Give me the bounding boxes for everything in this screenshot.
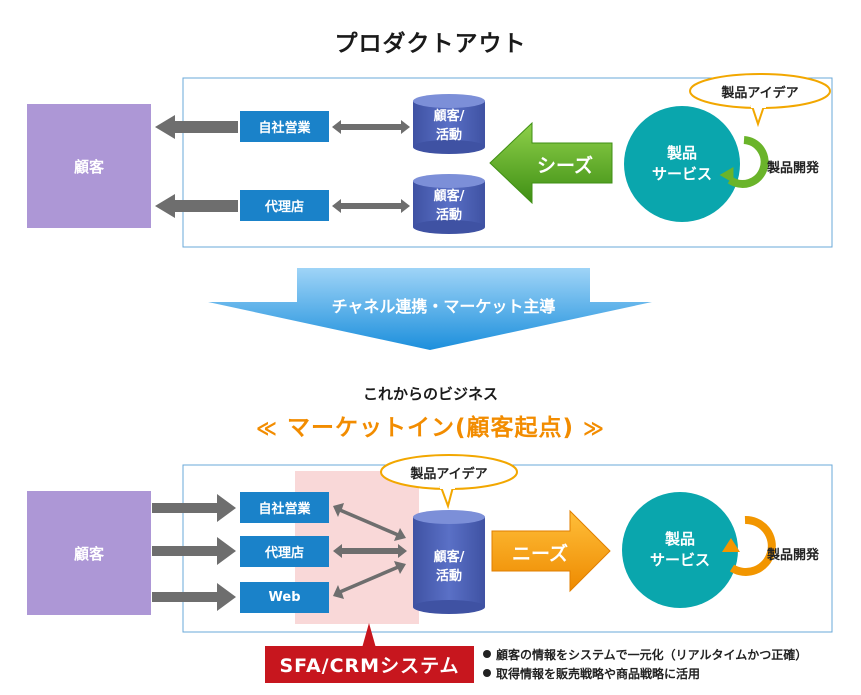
top-cycle-arrow <box>727 136 769 188</box>
top-db2-line1: 顧客/ <box>433 189 465 204</box>
seeds-arrow <box>489 121 613 205</box>
top-direct-sales-box: 自社営業 <box>240 111 329 142</box>
bullet-2: 取得情報を販売戦略や商品戦略に活用 <box>496 667 701 681</box>
bottom-arrow-to-sales <box>152 494 236 522</box>
seeds-label: シーズ <box>536 155 594 177</box>
bottom-cycle-arrow <box>729 515 776 576</box>
top-arrow-agency-to-customer <box>155 194 238 218</box>
bottom-dev-label: 製品開発 <box>767 548 820 563</box>
top-idea-bubble <box>689 73 831 128</box>
transition-arrow <box>208 268 652 350</box>
top-customer-box: 顧客 <box>27 104 151 228</box>
top-db-label-1: 顧客/ 活動 <box>413 107 485 145</box>
bottom-web-box: Web <box>240 582 329 613</box>
needs-arrow <box>491 509 611 593</box>
top-product-circle <box>624 106 740 222</box>
top-db2-line2: 活動 <box>435 208 462 223</box>
top-circle-label: 製品 サービス <box>628 143 736 185</box>
bottom-idea-label: 製品アイデア <box>410 467 488 482</box>
bottom-double-arrow-3 <box>333 561 406 599</box>
top-db1-line2: 活動 <box>435 128 462 143</box>
needs-label: ニーズ <box>511 543 569 565</box>
bottom-product-circle <box>622 492 738 608</box>
sfa-pointer <box>362 623 376 648</box>
bottom-arrow-to-web <box>152 583 236 611</box>
top-dev-label: 製品開発 <box>767 161 820 176</box>
bottom-double-arrow-1 <box>333 503 406 541</box>
bottom-db-label: 顧客/ 活動 <box>413 548 485 586</box>
top-circle-line1: 製品 <box>666 144 697 162</box>
top-arrow-sales-to-customer <box>155 115 238 139</box>
top-idea-label: 製品アイデア <box>721 86 799 101</box>
bullet-1: 顧客の情報をシステムで一元化（リアルタイムかつ正確） <box>496 648 808 662</box>
top-title: プロダクトアウト <box>334 31 527 57</box>
top-db-1 <box>413 94 485 154</box>
bottom-circle-label: 製品 サービス <box>626 529 734 571</box>
top-agency-box: 代理店 <box>240 190 329 221</box>
bottom-customer-box: 顧客 <box>27 491 151 615</box>
bottom-agency-box: 代理店 <box>240 536 329 567</box>
bottom-db <box>413 510 485 614</box>
bottom-double-arrow-2 <box>333 544 407 558</box>
transition-label: チャネル連携・マーケット主導 <box>331 297 556 316</box>
bottom-db-line1: 顧客/ <box>433 550 465 565</box>
bottom-title-text: マーケットイン(顧客起点) <box>286 415 575 441</box>
bottom-subtitle: これからのビジネス <box>362 385 498 403</box>
bottom-db-line2: 活動 <box>435 569 462 584</box>
top-circle-line2: サービス <box>651 165 712 183</box>
bottom-direct-sales-box: 自社営業 <box>240 492 329 523</box>
top-double-arrow-2 <box>332 199 410 213</box>
top-db-2 <box>413 174 485 234</box>
bullet-dot-2 <box>483 669 491 677</box>
bottom-arrow-to-agency <box>152 537 236 565</box>
top-double-arrow-1 <box>332 120 410 134</box>
sfa-crm-label: SFA/CRMシステム <box>265 646 474 683</box>
right-chevron-icon: ≫ <box>583 416 605 440</box>
top-db-label-2: 顧客/ 活動 <box>413 187 485 225</box>
bottom-idea-bubble <box>380 454 518 510</box>
bottom-circle-line1: 製品 <box>664 530 695 548</box>
bullet-dot-1 <box>483 650 491 658</box>
top-db1-line1: 顧客/ <box>433 109 465 124</box>
left-chevron-icon: ≪ <box>256 416 278 440</box>
bottom-circle-line2: サービス <box>649 551 710 569</box>
bottom-title: ≪ マーケットイン(顧客起点) ≫ <box>0 408 861 442</box>
